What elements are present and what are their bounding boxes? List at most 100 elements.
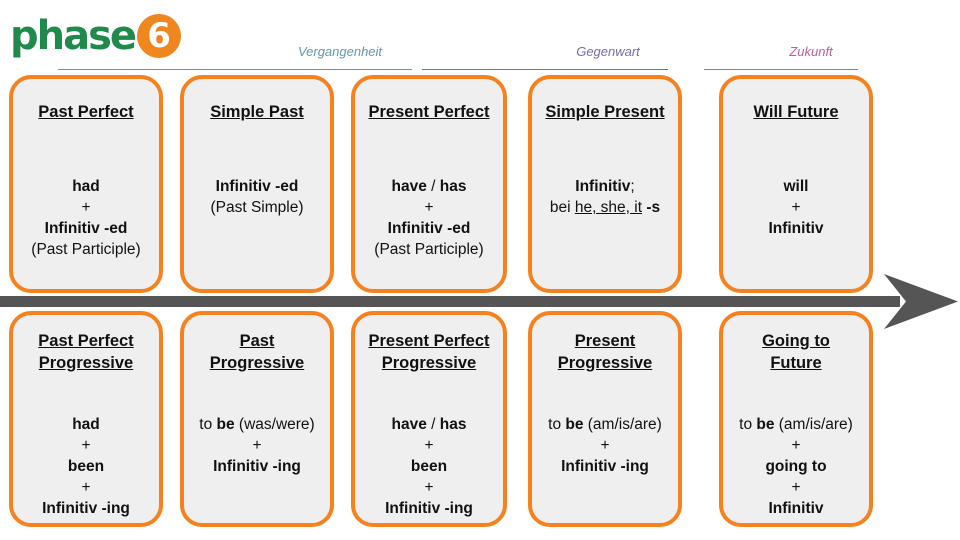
card-present-perfect-progressive: Present Perfect Progressive have / has +… [351, 311, 507, 527]
card-going-to-future: Going to Future to be (am/is/are) + goin… [719, 311, 873, 527]
formula-text: to [739, 416, 757, 433]
card-title: Simple Present [545, 103, 665, 121]
period-line-future [704, 69, 858, 70]
card-body: have / has + been + Infinitiv -ing [355, 414, 503, 519]
card-title: Past Perfect [38, 103, 134, 121]
formula-pronouns: he, she, it [574, 199, 643, 216]
formula-line: going to [765, 458, 827, 475]
card-title-line: Future [770, 354, 822, 372]
card-title: Present Perfect Progressive [355, 330, 503, 374]
card-past-perfect-progressive: Past Perfect Progressive had + been + In… [9, 311, 163, 527]
formula-line: had [72, 178, 100, 195]
logo-text: phase [10, 13, 137, 59]
formula-separator: ; [630, 178, 635, 195]
plus-sign: + [81, 479, 91, 496]
formula-line: will [783, 178, 809, 195]
card-body: have / has + Infinitiv -ed (Past Partici… [355, 176, 503, 260]
formula-line: have / has [355, 414, 503, 435]
plus-sign: + [424, 199, 434, 216]
formula-line: Infinitiv -ing [42, 500, 130, 517]
card-title-line: Progressive [38, 354, 134, 372]
card-body: Infinitiv -ed (Past Simple) [184, 176, 330, 218]
card-title-line: Progressive [381, 354, 477, 372]
formula-line: Infinitiv -ed [44, 220, 128, 237]
card-title: Going to Future [723, 330, 869, 374]
card-past-perfect: Past Perfect had + Infinitiv -ed (Past P… [9, 75, 163, 293]
formula-word: has [439, 178, 467, 195]
period-line-past [58, 69, 412, 70]
card-title-line: Past [239, 332, 275, 350]
formula-separator: / [426, 178, 440, 195]
plus-sign: + [791, 437, 801, 454]
card-present-progressive: Present Progressive to be (am/is/are) + … [528, 311, 682, 527]
plus-sign: + [791, 199, 801, 216]
formula-note: (Past Simple) [210, 199, 304, 216]
formula-line: had [72, 416, 100, 433]
card-title: Present Progressive [532, 330, 678, 374]
formula-line: been [67, 458, 105, 475]
formula-text: bei [549, 199, 575, 216]
card-body: to be (am/is/are) + going to + Infinitiv [723, 414, 869, 519]
card-title: Past Perfect Progressive [13, 330, 159, 374]
period-label-present: Gegenwart [576, 44, 640, 59]
formula-line: Infinitiv -ed [215, 178, 299, 195]
formula-line: Infinitiv [768, 500, 824, 517]
card-body: will + Infinitiv [723, 176, 869, 239]
plus-sign: + [424, 437, 434, 454]
formula-note: (Past Participle) [374, 241, 484, 258]
formula-word: be [216, 416, 235, 433]
formula-word: has [439, 416, 467, 433]
card-title-line: Past Perfect [38, 332, 134, 350]
timeline-arrow [0, 274, 958, 329]
card-title-line: Progressive [209, 354, 305, 372]
formula-line: have / has [355, 176, 503, 197]
formula-line: been [410, 458, 448, 475]
formula-text: to [548, 416, 566, 433]
logo-six-badge: 6 [137, 14, 182, 58]
plus-sign: + [252, 437, 262, 454]
card-past-progressive: Past Progressive to be (was/were) + Infi… [180, 311, 334, 527]
plus-sign: + [424, 479, 434, 496]
card-title-line: Progressive [557, 354, 653, 372]
formula-text: (am/is/are) [774, 416, 853, 433]
card-title: Past Progressive [184, 330, 330, 374]
formula-line: to be (was/were) [184, 414, 330, 435]
card-title-line: Present Perfect [368, 332, 490, 350]
formula-note: (Past Participle) [31, 241, 141, 258]
formula-line: to be (am/is/are) [532, 414, 678, 435]
formula-line: Infinitiv -ing [561, 458, 649, 475]
plus-sign: + [600, 437, 610, 454]
timeline-shaft [0, 296, 900, 307]
card-simple-present: Simple Present Infinitiv; bei he, she, i… [528, 75, 682, 293]
period-label-future: Zukunft [789, 44, 833, 59]
period-label-past: Vergangenheit [297, 44, 383, 59]
card-title: Present Perfect [368, 103, 490, 121]
card-will-future: Will Future will + Infinitiv [719, 75, 873, 293]
formula-word: Infinitiv [575, 178, 631, 195]
formula-line: bei he, she, it -s [532, 197, 678, 218]
formula-word: be [565, 416, 584, 433]
formula-line: Infinitiv [768, 220, 824, 237]
card-body: Infinitiv; bei he, she, it -s [532, 176, 678, 218]
formula-line: to be (am/is/are) [723, 414, 869, 435]
formula-word: be [756, 416, 775, 433]
card-body: had + been + Infinitiv -ing [13, 414, 159, 519]
card-title-line: Present [574, 332, 636, 350]
card-title: Simple Past [210, 103, 304, 121]
plus-sign: + [791, 479, 801, 496]
card-body: had + Infinitiv -ed (Past Participle) [13, 176, 159, 260]
formula-text: (am/is/are) [583, 416, 662, 433]
formula-suffix: -s [646, 199, 661, 216]
formula-text: (was/were) [234, 416, 315, 433]
formula-line: Infinitiv; [532, 176, 678, 197]
formula-line: Infinitiv -ed [387, 220, 471, 237]
plus-sign: + [81, 199, 91, 216]
plus-sign: + [81, 437, 91, 454]
formula-line: Infinitiv -ing [213, 458, 301, 475]
formula-word: have [391, 178, 427, 195]
card-simple-past: Simple Past Infinitiv -ed (Past Simple) [180, 75, 334, 293]
formula-line: Infinitiv -ing [385, 500, 473, 517]
formula-separator: / [426, 416, 440, 433]
card-present-perfect: Present Perfect have / has + Infinitiv -… [351, 75, 507, 293]
card-body: to be (was/were) + Infinitiv -ing [184, 414, 330, 477]
